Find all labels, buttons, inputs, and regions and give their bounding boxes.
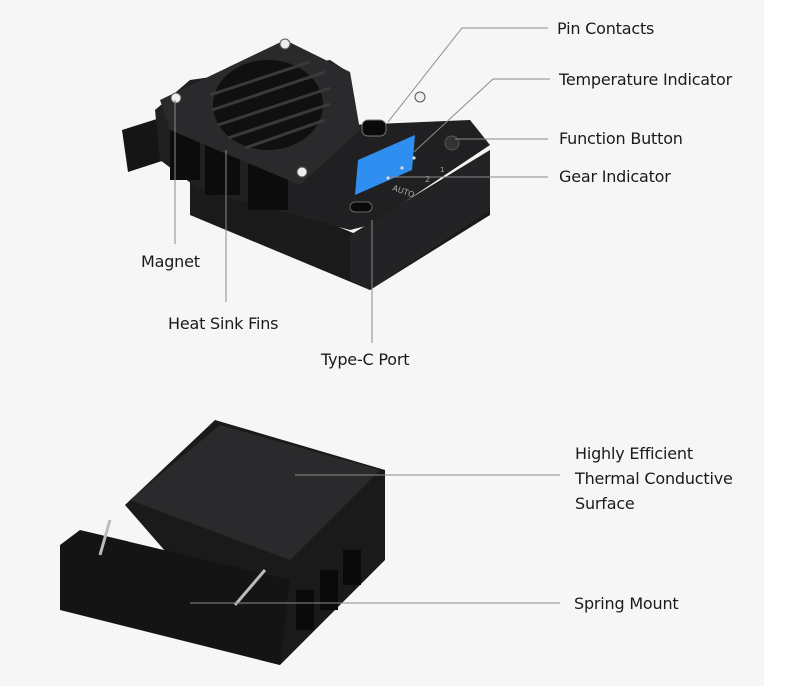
spring-rod bbox=[98, 519, 112, 556]
temperature-indicator-leader bbox=[413, 78, 550, 153]
label-type-c-port: Type-C Port bbox=[321, 350, 410, 369]
thermal-surface bbox=[130, 425, 380, 560]
page-edge bbox=[764, 0, 803, 686]
label-gear-indicator: Gear Indicator bbox=[559, 167, 671, 186]
type-c-port bbox=[349, 201, 373, 213]
cooler-bottom-view bbox=[60, 420, 385, 665]
magnets bbox=[170, 38, 426, 178]
gear-1-marking: 1 bbox=[440, 166, 444, 174]
spring-mount-plate bbox=[60, 530, 290, 665]
leader-lines bbox=[174, 27, 560, 604]
grille-bars bbox=[209, 60, 331, 150]
pin-contacts-leader bbox=[387, 27, 548, 123]
label-temperature-indicator: Temperature Indicator bbox=[559, 70, 732, 89]
label-heat-sink-fins: Heat Sink Fins bbox=[168, 314, 279, 333]
cooler-top-view: AUTO 2 1 bbox=[122, 38, 490, 290]
label-thermal-surface-line3: Surface bbox=[575, 494, 635, 513]
gear-indicator-dots bbox=[386, 156, 416, 180]
side-clamp bbox=[122, 118, 165, 172]
label-magnet: Magnet bbox=[141, 252, 200, 271]
function-button bbox=[444, 135, 460, 151]
back-fins bbox=[296, 550, 361, 630]
control-panel-face bbox=[350, 150, 490, 290]
spring-rod bbox=[233, 569, 267, 606]
temperature-indicator-light bbox=[355, 135, 415, 195]
label-pin-contacts: Pin Contacts bbox=[557, 19, 655, 38]
gear-2-marking: 2 bbox=[425, 175, 430, 184]
label-spring-mount: Spring Mount bbox=[574, 594, 679, 613]
label-thermal-surface-line1: Highly Efficient bbox=[575, 444, 693, 463]
label-thermal-surface-line2: Thermal Conductive bbox=[575, 469, 733, 488]
label-function-button: Function Button bbox=[559, 129, 683, 148]
pin-contacts bbox=[361, 119, 387, 137]
